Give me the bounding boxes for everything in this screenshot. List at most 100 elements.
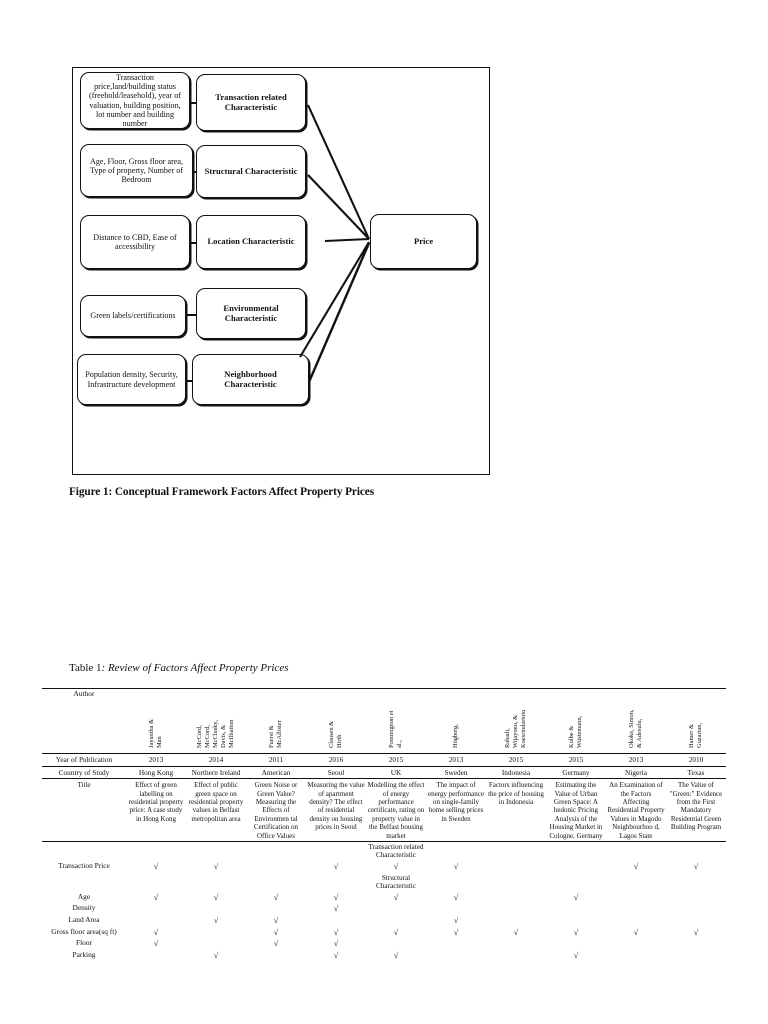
factor-check: √ (153, 939, 159, 949)
spacer-cell (426, 873, 726, 892)
factor-label: Transaction Price (58, 860, 110, 870)
factor-check: √ (153, 861, 159, 871)
factor-check: √ (153, 927, 159, 937)
table-row-factor: Parking √ √ √ √ (42, 950, 726, 962)
factor-box-neighborhood: Population density, Security, Infrastruc… (77, 354, 186, 405)
country-cell: American (246, 765, 306, 779)
table-row-country: Country of Study Hong Kong Northern Irel… (42, 765, 726, 779)
factor-check: √ (333, 892, 339, 902)
factor-check: √ (693, 861, 699, 871)
factor-check: √ (513, 927, 519, 937)
table-row-year: Year of Publication 2013 2014 2011 2016 … (42, 753, 726, 767)
connector-transaction (190, 102, 197, 104)
factor-check (546, 861, 606, 873)
factor-check: √ (453, 915, 459, 925)
year-cell: 2011 (246, 753, 306, 767)
table-row-title: Title Effect of green labelling on resid… (42, 778, 726, 842)
year-cell: 2016 (306, 753, 366, 767)
factor-check (546, 915, 606, 927)
factor-check (126, 915, 186, 927)
year-cell: 2015 (486, 753, 546, 767)
author-name: Fuerst & McAllister (268, 720, 283, 748)
factor-check: √ (213, 950, 219, 960)
characteristic-box-neighborhood: Neighborhood Characteristic (192, 354, 309, 405)
author-name: Pommignon et al., (388, 710, 403, 748)
year-cell: 2013 (426, 753, 486, 767)
table-row-factor: Land Area √ √ √ (42, 915, 726, 927)
year-cell: 2015 (546, 753, 606, 767)
author-cell: Pommignon et al., (366, 688, 426, 754)
factor-check: √ (453, 927, 459, 937)
factor-check: √ (573, 892, 579, 902)
factor-check: √ (633, 927, 639, 937)
figure-caption: Figure 1: Conceptual Framework Factors A… (69, 486, 374, 498)
table-row-factor: Transaction Price √ √ √ √ √ √ √ (42, 861, 726, 873)
country-cell: UK (366, 765, 426, 779)
factor-label: Land Area (68, 914, 100, 924)
country-cell: Indonesia (486, 765, 546, 779)
author-cell: Clausen & Hirth (306, 688, 366, 754)
factor-check: √ (273, 892, 279, 902)
study-title-cell: Estimating the Value of Urban Green Spac… (546, 778, 606, 842)
connector-neighborhood (186, 380, 193, 382)
study-title-cell: The impact of energy performance on sing… (426, 778, 486, 842)
conceptual-framework-figure: Transaction price,land/building status (… (72, 67, 490, 475)
factor-box-location: Distance to CBD, Ease of accessibility (80, 215, 190, 269)
author-name: Okoke, Simon, & Adesulu, (628, 709, 643, 748)
year-cell: 2010 (666, 753, 726, 767)
connector-structural (192, 171, 197, 173)
author-cell: McCord, McCord, McClusky, Davis, & McIlh… (186, 688, 246, 754)
section-header-transaction: Transaction related Characteristic (366, 840, 426, 861)
author-name: Clausen & Hirth (328, 720, 343, 748)
table-row-factor: Floor √ √ √ (42, 938, 726, 950)
factor-label: Age (77, 891, 91, 901)
factor-check (486, 938, 546, 950)
author-name: Hamer & Guzarian, (688, 722, 703, 748)
characteristic-box-structural-label: Structural Characteristic (204, 165, 298, 176)
characteristic-box-environmental-label: Environmental Characteristic (223, 302, 279, 323)
factor-check (426, 903, 486, 915)
factor-box-location-label: Distance to CBD, Ease of accessibility (93, 232, 177, 251)
factor-check: √ (393, 950, 399, 960)
author-cell: Fuerst & McAllister (246, 688, 306, 754)
study-title-cell: Green Noise or Green Value? Measuring th… (246, 778, 306, 842)
connector-location (190, 242, 197, 244)
factor-box-transaction-label: Transaction price,land/building status (… (89, 73, 181, 128)
factor-check: √ (633, 861, 639, 871)
factor-check: √ (393, 927, 399, 937)
factor-check (666, 903, 726, 915)
factor-check: √ (333, 939, 339, 949)
review-table: Author Jayantha & Man McCord, McCord, Mc… (42, 688, 726, 962)
factor-check: √ (333, 950, 339, 960)
table-title-italic: : Review of Factors Affect Property Pric… (101, 662, 289, 674)
country-cell: Hong Kong (126, 765, 186, 779)
characteristic-box-structural: Structural Characteristic (196, 145, 306, 198)
table-title-lead: Table 1 (69, 662, 102, 674)
author-cell: Hamer & Guzarian, (666, 688, 726, 754)
factor-check (306, 915, 366, 927)
factor-check (486, 950, 546, 962)
study-title-cell: Factors influencing the price of housing… (486, 778, 546, 842)
row-header-country: Country of Study (42, 765, 126, 779)
characteristic-box-environmental: Environmental Characteristic (196, 288, 306, 339)
spacer-cell (126, 873, 366, 892)
factor-check (546, 903, 606, 915)
factor-check (366, 903, 426, 915)
author-cell: Okoke, Simon, & Adesulu, (606, 688, 666, 754)
factor-label: Floor (75, 938, 92, 948)
factor-check (426, 938, 486, 950)
factor-check: √ (273, 927, 279, 937)
factor-check (366, 915, 426, 927)
table-row-author: Author Jayantha & Man McCord, McCord, Mc… (42, 688, 726, 754)
factor-check: √ (273, 939, 279, 949)
factor-check (246, 861, 306, 873)
study-title-cell: Effect of public green space on resident… (186, 778, 246, 842)
study-title-cell: Effect of green labelling on residential… (126, 778, 186, 842)
author-name: Jayantha & Man (148, 719, 163, 748)
factor-check (606, 892, 666, 904)
factor-check (246, 903, 306, 915)
price-outcome-box: Price (370, 214, 477, 269)
year-cell: 2015 (366, 753, 426, 767)
row-header-title: Title (42, 778, 126, 842)
spacer-cell (426, 840, 726, 861)
